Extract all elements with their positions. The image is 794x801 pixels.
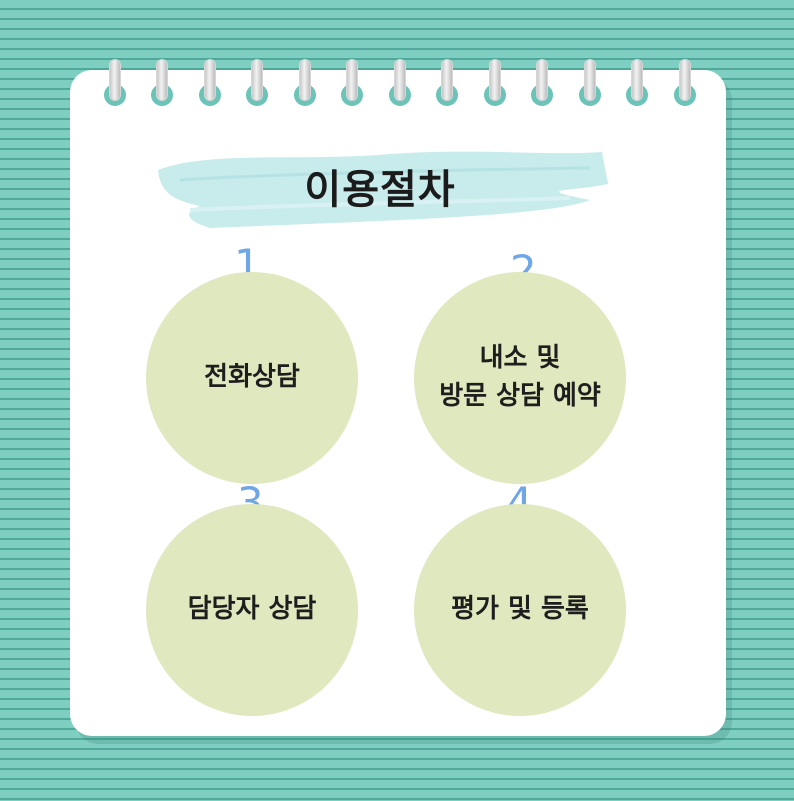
binding-ring [395, 60, 405, 100]
title-area: 이용절차 [150, 140, 610, 232]
binding-ring [252, 60, 262, 100]
step-4-label: 평가 및 등록 [451, 594, 589, 625]
step-2-label-line2: 방문 상담 예약 [439, 381, 601, 411]
binding-ring [300, 60, 310, 100]
step-3-label: 담당자 상담 [187, 594, 317, 625]
step-2-circle: 내소 및 방문 상담 예약 [414, 272, 626, 484]
binding-ring [680, 60, 690, 100]
binding-ring [157, 60, 167, 100]
page-title: 이용절차 [304, 167, 456, 213]
binding-ring [205, 60, 215, 100]
step-3-circle: 담당자 상담 [146, 504, 358, 716]
binding-ring [585, 60, 595, 100]
binding-ring [442, 60, 452, 100]
step-4-circle: 평가 및 등록 [414, 504, 626, 716]
step-1-circle: 전화상담 [146, 272, 358, 484]
binding-ring [632, 60, 642, 100]
brush-stroke [158, 151, 608, 228]
step-1-label: 전화상담 [204, 362, 300, 393]
binding-ring [110, 60, 120, 100]
step-2-label-line1: 내소 및 [479, 343, 561, 374]
binding-ring [347, 60, 357, 100]
binding-ring [537, 60, 547, 100]
binding-ring [490, 60, 500, 100]
